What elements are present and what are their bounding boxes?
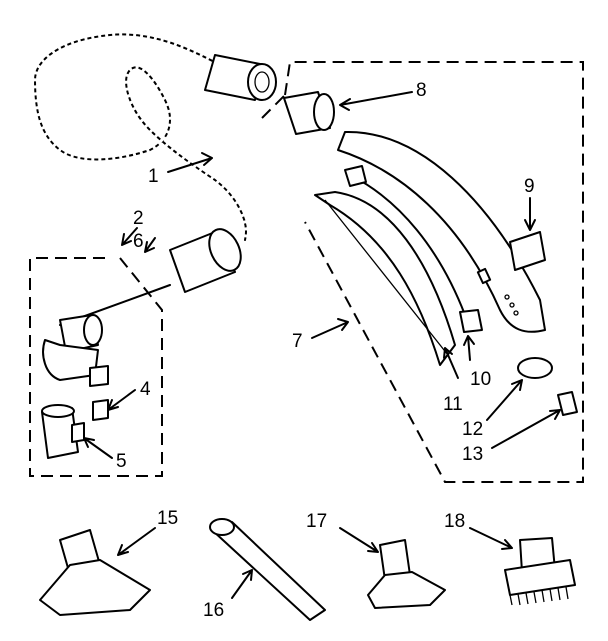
hose-lower-cuff: [169, 228, 242, 293]
hose-assembly: [30, 29, 277, 293]
swivel-assembly: [42, 284, 171, 387]
handle-wand: [337, 130, 546, 333]
callout-11: 11: [443, 394, 463, 415]
callout-15: 15: [157, 508, 178, 529]
callout-10: 10: [470, 369, 491, 390]
right-dashed-boundary: [284, 61, 584, 483]
callout-7: 7: [292, 331, 303, 352]
part-16-crevice-tool: [209, 518, 326, 621]
callout-13: 13: [462, 444, 483, 465]
callout-18: 18: [444, 511, 465, 532]
part-17-upholstery-tool: [367, 539, 446, 609]
hose-coil-inner: [30, 29, 251, 242]
left-dashed-boundary: [29, 257, 163, 477]
callout-9: 9: [524, 176, 535, 197]
part-18-dusting-brush: [504, 537, 576, 606]
callout-12: 12: [462, 419, 483, 440]
part-5-canister: [41, 404, 85, 459]
callout-17: 17: [306, 511, 327, 532]
callout-8: 8: [416, 80, 427, 101]
callout-labels: 1 2 6 4 5 7 8 9 10 11 12 13 15 16 17 18: [116, 80, 535, 621]
callout-5: 5: [116, 451, 127, 472]
part-12-collar: [517, 357, 553, 379]
part-9-switch: [509, 231, 546, 271]
wire-harness: [344, 165, 483, 333]
callout-2: 2: [133, 208, 144, 229]
hose-top-cuff: [204, 54, 277, 101]
callout-1: 1: [148, 166, 159, 187]
part-13-clip: [557, 391, 578, 416]
leader-arrows: [83, 91, 561, 599]
inner-shell: [314, 191, 456, 366]
callout-4: 4: [140, 379, 151, 400]
callout-6: 6: [133, 231, 144, 252]
callout-16: 16: [203, 600, 224, 621]
part-4-clip: [92, 399, 109, 421]
part-8-connector: [283, 91, 335, 135]
part-15-floor-tool: [39, 529, 151, 616]
